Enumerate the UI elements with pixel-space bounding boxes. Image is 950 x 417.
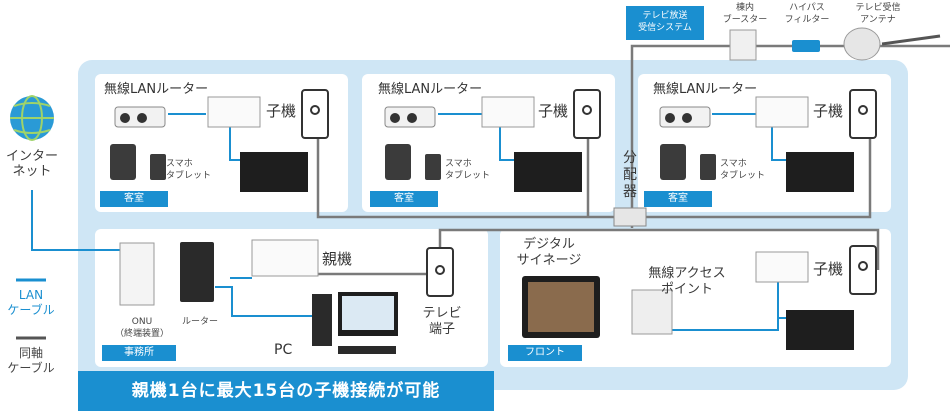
room2-devices-label: スマホ タブレット: [445, 159, 491, 181]
coax-legend-label: 同軸 ケーブル: [7, 346, 55, 375]
splitter-label: 分 配 器: [623, 150, 637, 200]
pc-label: PC: [274, 342, 293, 358]
room3-devices: [659, 89, 877, 192]
room3-tag: 客室: [644, 191, 712, 207]
lan-legend-label: LAN ケーブル: [7, 288, 55, 317]
tv-terminal-label: テレビ 端子: [422, 306, 462, 337]
room1-devices-label: スマホ タブレット: [166, 159, 212, 181]
lan-cables: [31, 113, 790, 331]
internet-label: インター ネット: [5, 149, 58, 179]
access-point-label: 無線アクセス ポイント: [648, 266, 726, 297]
office-router-label: ルーター: [181, 317, 218, 327]
front-child-label: 子機: [813, 260, 844, 278]
tv-reception-devices: [729, 27, 941, 61]
room2-router-label: 無線LANルーター: [378, 82, 483, 97]
room2-devices: [384, 89, 601, 192]
globe-icon: [10, 95, 54, 141]
room1-tag: 客室: [100, 191, 168, 207]
room3-router-label: 無線LANルーター: [653, 82, 758, 97]
room1-devices: [110, 89, 329, 192]
tv-system-tag: テレビ放送 受信システム: [626, 6, 704, 40]
parent-unit-label: 親機: [322, 250, 353, 268]
signage-label: デジタル サイネージ: [516, 237, 582, 268]
office-tag: 事務所: [102, 345, 176, 361]
onu-label: ONU （終端装置）: [114, 317, 169, 339]
room2-child-label: 子機: [538, 102, 569, 120]
front-devices: [522, 245, 877, 350]
front-tag: フロント: [508, 345, 582, 361]
booster-label: 棟内 ブースター: [722, 3, 768, 25]
highpass-label: ハイパス フィルター: [784, 3, 830, 25]
antenna-label: テレビ受信 アンテナ: [855, 3, 901, 25]
room3-child-label: 子機: [813, 102, 844, 120]
room3-devices-label: スマホ タブレット: [720, 159, 766, 181]
splitter-box: [613, 207, 647, 227]
office-devices: [119, 239, 454, 354]
capacity-banner: 親機1台に最大15台の子機接続が可能: [78, 371, 494, 411]
room1-child-label: 子機: [266, 102, 297, 120]
room2-tag: 客室: [370, 191, 438, 207]
room1-router-label: 無線LANルーター: [104, 82, 209, 97]
